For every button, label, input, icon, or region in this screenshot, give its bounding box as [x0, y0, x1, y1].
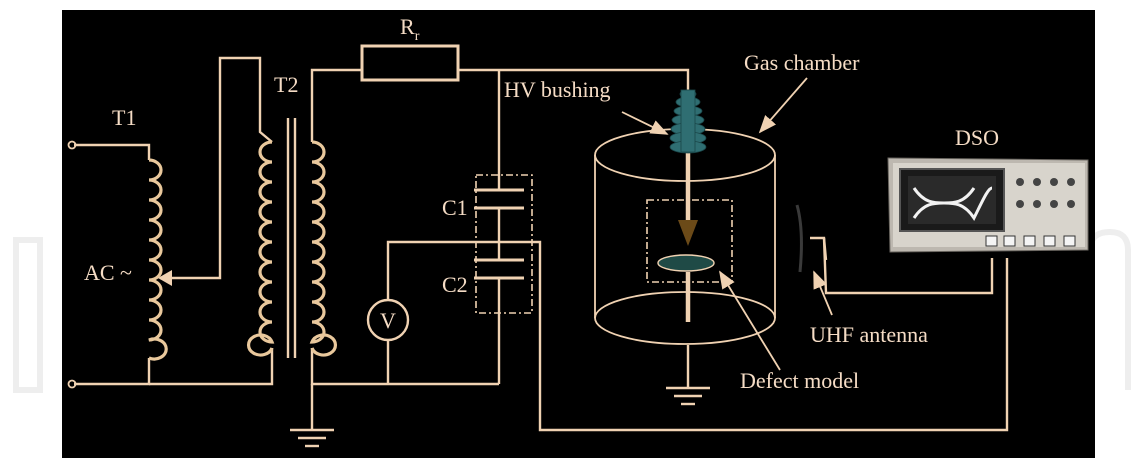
defect-model-box — [646, 199, 733, 283]
needle-electrode — [678, 220, 698, 246]
label-resistor-main: R — [400, 14, 415, 39]
ground-symbol-chamber — [666, 386, 710, 406]
label-c1: C1 — [442, 195, 468, 220]
gas-chamber-leader — [758, 77, 808, 134]
t2-primary-bottom-wire — [149, 348, 274, 386]
label-t1: T1 — [112, 105, 136, 130]
antenna-shadow — [795, 204, 803, 273]
label-gas-chamber: Gas chamber — [744, 50, 860, 75]
t2-primary-coil — [246, 140, 275, 357]
watermark-letter-i — [13, 237, 43, 393]
dso-controls — [1016, 178, 1075, 208]
dso-input-ports — [985, 235, 1076, 247]
input-bottom-wire — [74, 358, 151, 386]
input-terminal-top — [67, 140, 77, 150]
hv-wire — [458, 68, 690, 90]
voltmeter-signal-wire — [386, 240, 1009, 432]
input-top-wire — [74, 143, 151, 160]
antenna-cable — [822, 237, 994, 295]
label-dso: DSO — [955, 125, 999, 150]
tap-wire — [160, 56, 273, 280]
label-c2: C2 — [442, 272, 468, 297]
circuit-wires — [74, 56, 1009, 432]
label-t2: T2 — [274, 72, 298, 97]
dso-waveform — [912, 186, 993, 221]
defect-model-leader — [719, 270, 781, 371]
label-resistor-sub: r — [415, 29, 420, 44]
dso-oscilloscope — [887, 157, 1089, 253]
watermark-letter-n — [1087, 228, 1131, 390]
capacitor-divider-box — [475, 174, 533, 314]
label-uhf-antenna: UHF antenna — [810, 322, 928, 347]
input-terminal-bottom — [67, 379, 77, 389]
diagram-panel: T1 T2 AC ~ Rr C1 C2 V HV bushing Gas cha… — [62, 10, 1095, 458]
secondary-bottom-wire — [310, 348, 499, 386]
label-voltmeter: V — [380, 308, 396, 333]
defect-plate-electrode — [657, 254, 715, 272]
hv-bushing — [669, 89, 707, 154]
label-hv-bushing: HV bushing — [504, 77, 611, 102]
protective-resistor — [360, 44, 460, 82]
label-resistor: Rr — [400, 14, 420, 44]
secondary-top-wire — [310, 68, 362, 142]
uhf-antenna — [810, 236, 828, 261]
circuit-diagram: T1 T2 AC ~ Rr C1 C2 V HV bushing Gas cha… — [67, 14, 1089, 448]
voltmeter — [366, 298, 410, 342]
label-ac: AC ~ — [84, 260, 132, 285]
gas-chamber — [594, 128, 776, 345]
t2-secondary-coil — [309, 140, 338, 357]
ground-symbol-left — [290, 428, 334, 448]
hv-bushing-leader — [621, 111, 669, 135]
uhf-antenna-leader — [813, 270, 833, 316]
t1-wiper-arrow — [158, 270, 172, 286]
label-defect-model: Defect model — [740, 368, 859, 393]
t1-coil — [148, 158, 168, 361]
